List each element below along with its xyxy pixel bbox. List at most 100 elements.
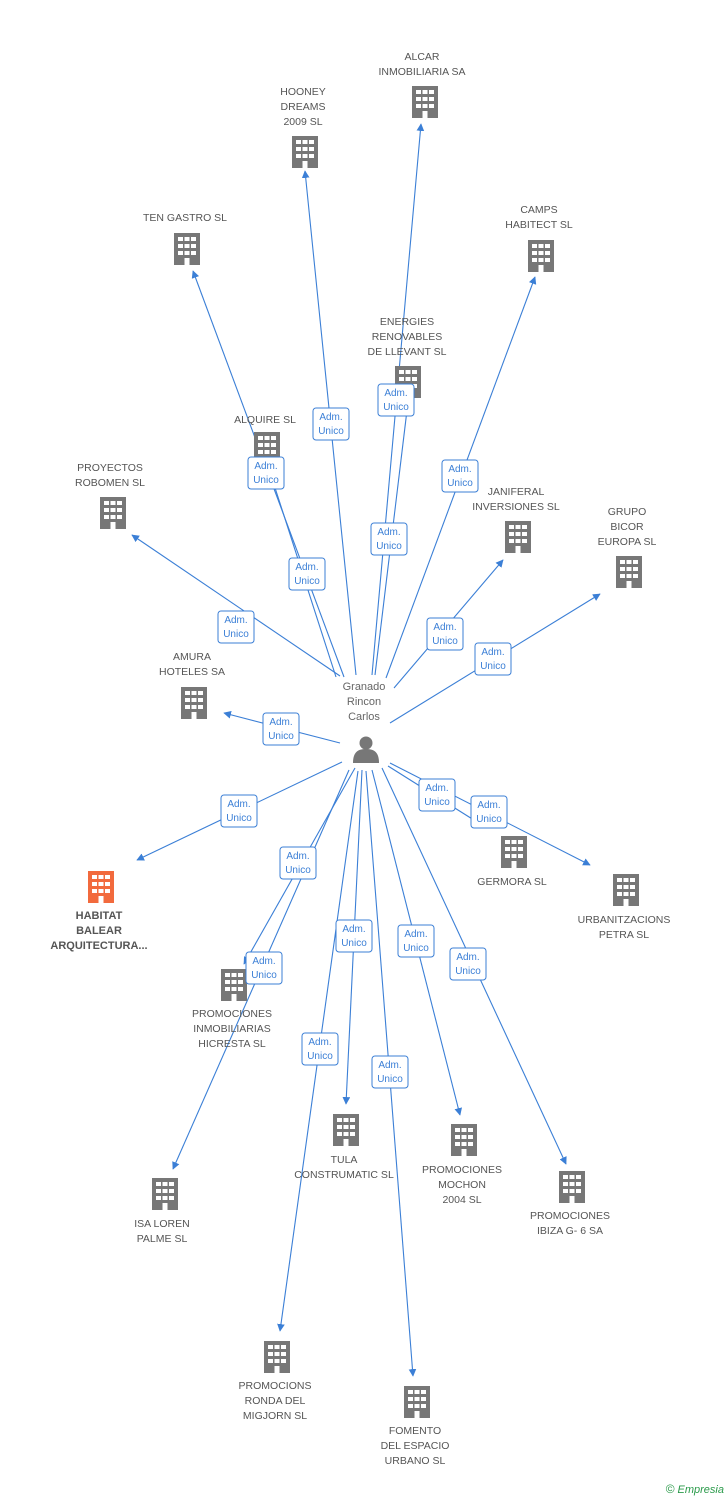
company-name-line: URBANO SL [385, 1455, 446, 1467]
role-label-box [220, 794, 258, 828]
company-name-line: DE LLEVANT SL [368, 346, 447, 358]
building-icon [404, 1386, 430, 1418]
edge-role-label[interactable]: Adm.Unico [370, 522, 408, 556]
role-label-box [262, 712, 300, 746]
company-name-line: CAMPS [520, 204, 557, 216]
footer-brand[interactable]: ©Empresia [666, 1482, 724, 1496]
edge-role-label[interactable]: Adm.Unico [377, 383, 415, 417]
role-label-text: Unico [223, 629, 249, 640]
role-label-text: Adm. [224, 615, 247, 626]
company-name-line: HOONEY [280, 86, 326, 98]
center-name-line-1: Granado [343, 681, 386, 693]
edge-role-label[interactable]: Adm.Unico [397, 924, 435, 958]
company-name-line: URBANITZACIONS [578, 914, 671, 926]
edge-role-label[interactable]: Adm.Unico [449, 947, 487, 981]
company-name-line: PETRA SL [599, 929, 649, 941]
building-icon [528, 240, 554, 272]
company-node-camps[interactable]: CAMPS HABITECT SL [505, 204, 573, 272]
role-label-box [426, 617, 464, 651]
center-name-line-2: Rincon [347, 696, 381, 708]
role-label-text: Adm. [481, 647, 504, 658]
company-node-alquire[interactable]: ALQUIRE SL [234, 414, 296, 464]
role-label-box [335, 919, 373, 953]
building-icon [152, 1178, 178, 1210]
building-icon [613, 874, 639, 906]
company-name-line: HOTELES SA [159, 666, 225, 678]
center-name-line: Granado [343, 681, 386, 693]
role-label-box [441, 459, 479, 493]
edge-proyectos [131, 534, 341, 677]
company-name-line: GRUPO [608, 506, 647, 518]
company-name-line: DREAMS [281, 101, 326, 113]
brand-name: Empresia [677, 1484, 724, 1496]
role-label-text: Adm. [384, 388, 407, 399]
role-label-box [474, 642, 512, 676]
building-icon [174, 233, 200, 265]
role-label-text: Adm. [295, 562, 318, 573]
building-icon [292, 136, 318, 168]
edge-role-label[interactable]: Adm. Unico [217, 610, 255, 644]
role-label-text: Unico [376, 541, 402, 552]
company-node-tengastro[interactable]: TEN GASTRO SL [143, 212, 227, 265]
company-node-germora[interactable]: GERMORA SL [477, 836, 547, 888]
edge-role-label[interactable]: Adm.Unico [262, 712, 300, 746]
edge-role-label[interactable]: Adm.Unico [247, 456, 285, 490]
company-name-line: ALCAR [404, 51, 439, 63]
building-icon [501, 836, 527, 868]
building-icon [559, 1171, 585, 1203]
edge-role-label[interactable]: Adm.Unico [245, 951, 283, 985]
role-label-text: Adm. [269, 717, 292, 728]
edge-role-label[interactable]: Adm.Unico [474, 642, 512, 676]
company-node-habitat[interactable]: HABITATBALEARARQUITECTURA... [50, 871, 148, 952]
edge-role-label[interactable]: Adm.Unico [288, 557, 326, 591]
edge-role-label[interactable]: Adm. Unico [418, 778, 456, 812]
company-name-line: IBIZA G- 6 SA [537, 1225, 603, 1237]
edge-role-label[interactable]: Adm.Unico [279, 846, 317, 880]
edge-role-label[interactable]: Adm.Unico [371, 1055, 409, 1089]
edge-role-label[interactable]: Adm.Unico [301, 1032, 339, 1066]
role-label-text: Unico [424, 797, 450, 808]
role-label-box [312, 407, 350, 441]
role-label-text: Adm. [378, 1060, 401, 1071]
company-name-line: EUROPA SL [598, 536, 657, 548]
company-name-line: ISA LOREN [134, 1218, 189, 1230]
edge-role-label[interactable]: Adm.Unico [335, 919, 373, 953]
role-label-text: Unico [307, 1051, 333, 1062]
company-node-urbanitzacions[interactable]: URBANITZACIONS PETRA SL [578, 874, 671, 941]
company-name-line: MIGJORN SL [243, 1410, 307, 1422]
role-label-text: Adm. [342, 924, 365, 935]
company-name-line: BALEAR [76, 925, 122, 937]
edge-role-label[interactable]: Adm.Unico [220, 794, 258, 828]
company-name-line: ALQUIRE SL [234, 414, 296, 426]
company-name-line: FOMENTO [389, 1425, 441, 1437]
company-name-line: RONDA DEL [245, 1395, 306, 1407]
edge-role-label[interactable]: Adm.Unico [470, 795, 508, 829]
center-person-node[interactable]: Granado Rincon Carlos [343, 681, 386, 763]
edge-role-label[interactable]: Adm.Unico [441, 459, 479, 493]
center-name-line: Rincon [347, 696, 381, 708]
role-label-box [217, 610, 255, 644]
role-label-text: Adm. [456, 952, 479, 963]
company-name-line: HABITECT SL [505, 219, 573, 231]
company-name-line: RENOVABLES [372, 331, 442, 343]
copyright-mark: © [665, 1482, 675, 1496]
role-label-text: Adm. [425, 783, 448, 794]
company-name-line: PROYECTOS [77, 462, 143, 474]
edge-role-label[interactable]: Adm.Unico [312, 407, 350, 441]
edge-role-label[interactable]: Adm.Unico [426, 617, 464, 651]
